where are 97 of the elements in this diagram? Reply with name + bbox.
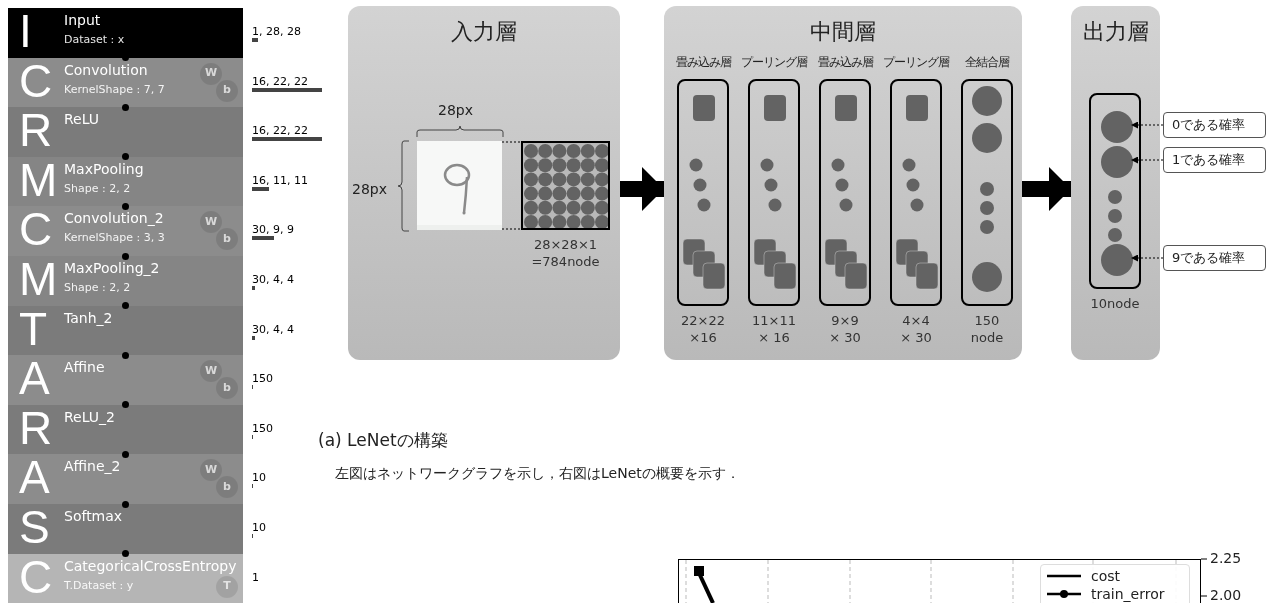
layer-panel [1071,6,1160,360]
probability-label: 0である確率 [1163,112,1266,138]
size-caption: 150 node [969,312,1005,346]
layer-name: MaxPooling [64,159,144,178]
panel-title: 出力層 [1082,18,1149,46]
parameter-badge: W [200,459,222,482]
output-shape-label: 30, 9, 9 [252,223,294,237]
parameter-badge: b [216,377,238,400]
legend-label: cost [1091,568,1121,584]
output-shape-label: 16, 22, 22 [252,124,309,138]
parameter-badge: b [216,79,238,102]
output-shape-label: 150 [252,421,273,435]
layer-block [8,454,243,504]
parameter-badge: W [200,211,222,234]
column-heading: プーリング層 [741,55,807,70]
layer-name: Softmax [64,507,123,525]
layer-initial: C [19,550,53,603]
dimension-label: 28px [352,180,387,199]
parameter-badge: T [216,575,238,598]
layer-block [8,553,243,603]
layer-initial: C [19,203,53,256]
layer-initial: I [19,5,32,57]
output-shape-label: 10 [252,521,266,534]
layer-parameter: T.Dataset : y [64,578,134,593]
parameter-badge: W [200,62,222,85]
layer-block [8,206,243,256]
dotted-arrow [1130,254,1164,262]
layer-name: Tanh_2 [64,308,113,327]
size-caption: 10node [1090,295,1140,312]
layer-parameter: KernelShape : 7, 7 [64,82,165,97]
layer-name: Affine_2 [64,457,121,476]
axis-tick-label: 2.25 [1210,550,1242,567]
output-neuron [1101,244,1133,276]
layer-parameter: Dataset : x [64,33,125,47]
dotted-arrow [1130,156,1164,164]
output-shape-label: 1, 28, 28 [252,25,301,38]
layer-name: ReLU_2 [64,407,115,426]
layer-panel [664,6,1022,360]
probability-label: 9である確率 [1163,245,1266,271]
block-arrow [620,167,664,211]
block-arrow [1022,167,1071,211]
size-caption: 4×4 × 30 [899,312,933,346]
layer-initial: T [19,302,48,355]
layer-initial: A [19,451,50,504]
axis-tick-label: 2.00 [1210,587,1242,603]
layer-block [8,256,243,306]
legend-label: train_error [1091,586,1165,602]
output-shape-label: 30, 4, 4 [252,322,294,336]
panel-title: 中間層 [810,18,876,46]
layer-block [8,404,243,455]
column-heading: 畳み込み層 [675,55,731,70]
size-caption: 11×11 × 16 [751,312,797,346]
layer-block [8,156,243,207]
layer-block [8,8,243,58]
output-shape-label: 1 [252,570,259,584]
size-caption: 28×28×1 =784node [530,236,601,270]
dimension-label: 28px [438,101,473,120]
output-shape-label: 16, 11, 11 [252,173,308,187]
size-caption: 22×22 ×16 [680,312,726,346]
output-column [1089,93,1141,289]
dotted-arrow [1130,121,1164,129]
layer-block [8,57,243,108]
layer-initial: M [19,253,58,305]
layer-block [8,107,243,157]
layer-block [8,355,243,405]
layer-name: CategoricalCrossEntropy [64,556,237,575]
output-neuron [1101,146,1133,178]
probability-label: 1である確率 [1163,147,1266,173]
output-shape-label: 16, 22, 22 [252,74,309,88]
layer-name: Affine [64,358,105,377]
column-heading: 畳み込み層 [817,55,873,70]
parameter-badge: b [216,476,238,499]
layer-name: Convolution [64,60,148,79]
output-shape-label: 30, 4, 4 [252,273,294,286]
column-heading: 全結合層 [965,55,1009,70]
output-shape-label: 10 [252,471,266,485]
output-neuron [1101,111,1133,143]
panel-title: 入力層 [451,18,517,46]
output-shape-label: 150 [252,372,273,386]
parameter-badge: W [200,360,222,383]
layer-block [8,504,243,554]
layer-name: MaxPooling_2 [64,259,160,277]
layer-initial: C [19,54,53,107]
layer-parameter: KernelShape : 3, 3 [64,231,165,246]
layer-name: ReLU [64,110,100,129]
layer-parameter: Shape : 2, 2 [64,181,131,196]
column-heading: プーリング層 [883,55,949,70]
size-caption: 9×9 × 30 [828,312,862,346]
layer-block [8,305,243,356]
figure-caption: (a) LeNetの構築 [318,429,448,452]
layer-parameter: Shape : 2, 2 [64,281,131,295]
layer-name: Input [64,11,101,29]
layer-initial: S [19,501,50,553]
caption-description: 左図はネットワークグラフを示し，右図はLeNetの概要を示す． [335,464,740,483]
parameter-badge: b [216,228,238,251]
layer-name: Convolution_2 [64,209,164,228]
layer-panel [348,6,620,360]
